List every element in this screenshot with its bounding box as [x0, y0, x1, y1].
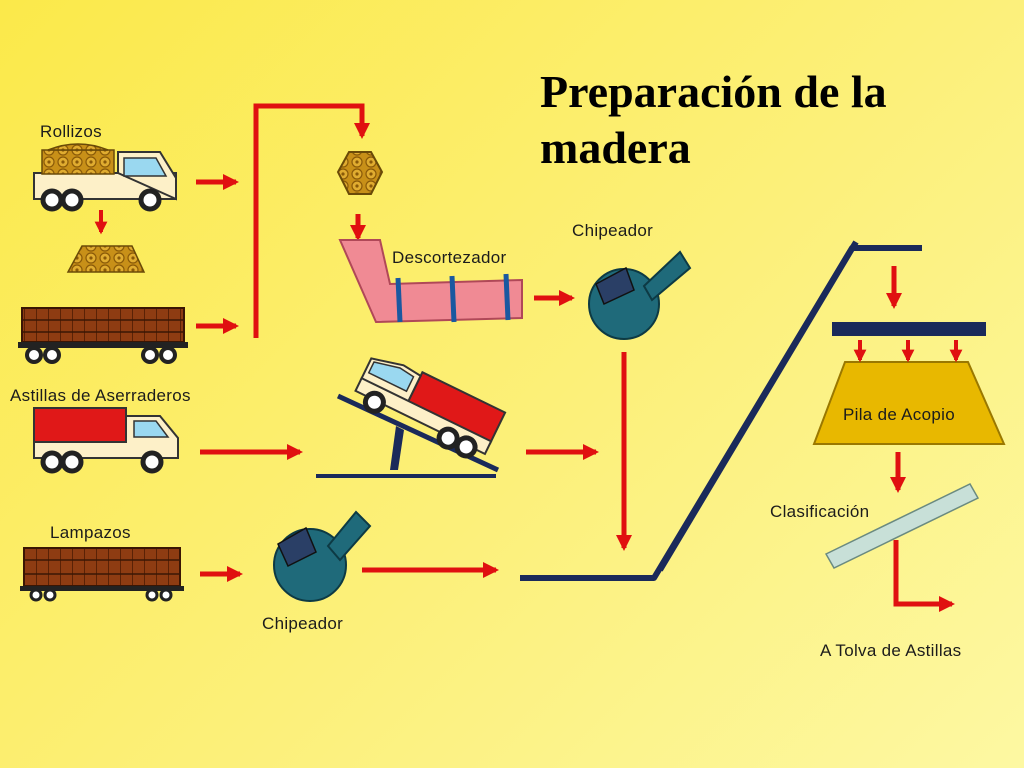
conveyor-belt — [520, 240, 922, 581]
label-pila-acopio: Pila de Acopio — [843, 405, 955, 424]
rail-car-lampazos — [20, 547, 184, 602]
arrow-to-tolva — [893, 540, 956, 612]
log-bundle — [336, 151, 384, 195]
chipper-bottom — [273, 510, 372, 602]
log-pile — [66, 245, 146, 273]
label-tolva: A Tolva de Astillas — [820, 641, 962, 660]
page-title: Preparación de la madera — [540, 66, 887, 173]
label-rollizos: Rollizos — [40, 122, 102, 141]
label-astillas-aserraderos: Astillas de Aserraderos — [10, 386, 191, 405]
rollizos-truck — [33, 143, 177, 212]
label-descortezador: Descortezador — [392, 248, 507, 267]
arrow-feed-to-top — [253, 103, 371, 338]
classification-screen — [824, 483, 980, 569]
storage-pile — [812, 322, 1006, 445]
label-chipeador-top: Chipeador — [572, 221, 654, 240]
astillas-truck — [33, 407, 179, 474]
label-lampazos: Lampazos — [50, 523, 131, 542]
chipper-top — [588, 250, 692, 340]
debarker-drum — [338, 239, 523, 324]
truck-dump-platform — [316, 357, 507, 478]
label-clasificacion: Clasificación — [770, 502, 870, 521]
label-chipeador-bottom: Chipeador — [262, 614, 344, 633]
rail-car-astillas — [18, 307, 188, 364]
